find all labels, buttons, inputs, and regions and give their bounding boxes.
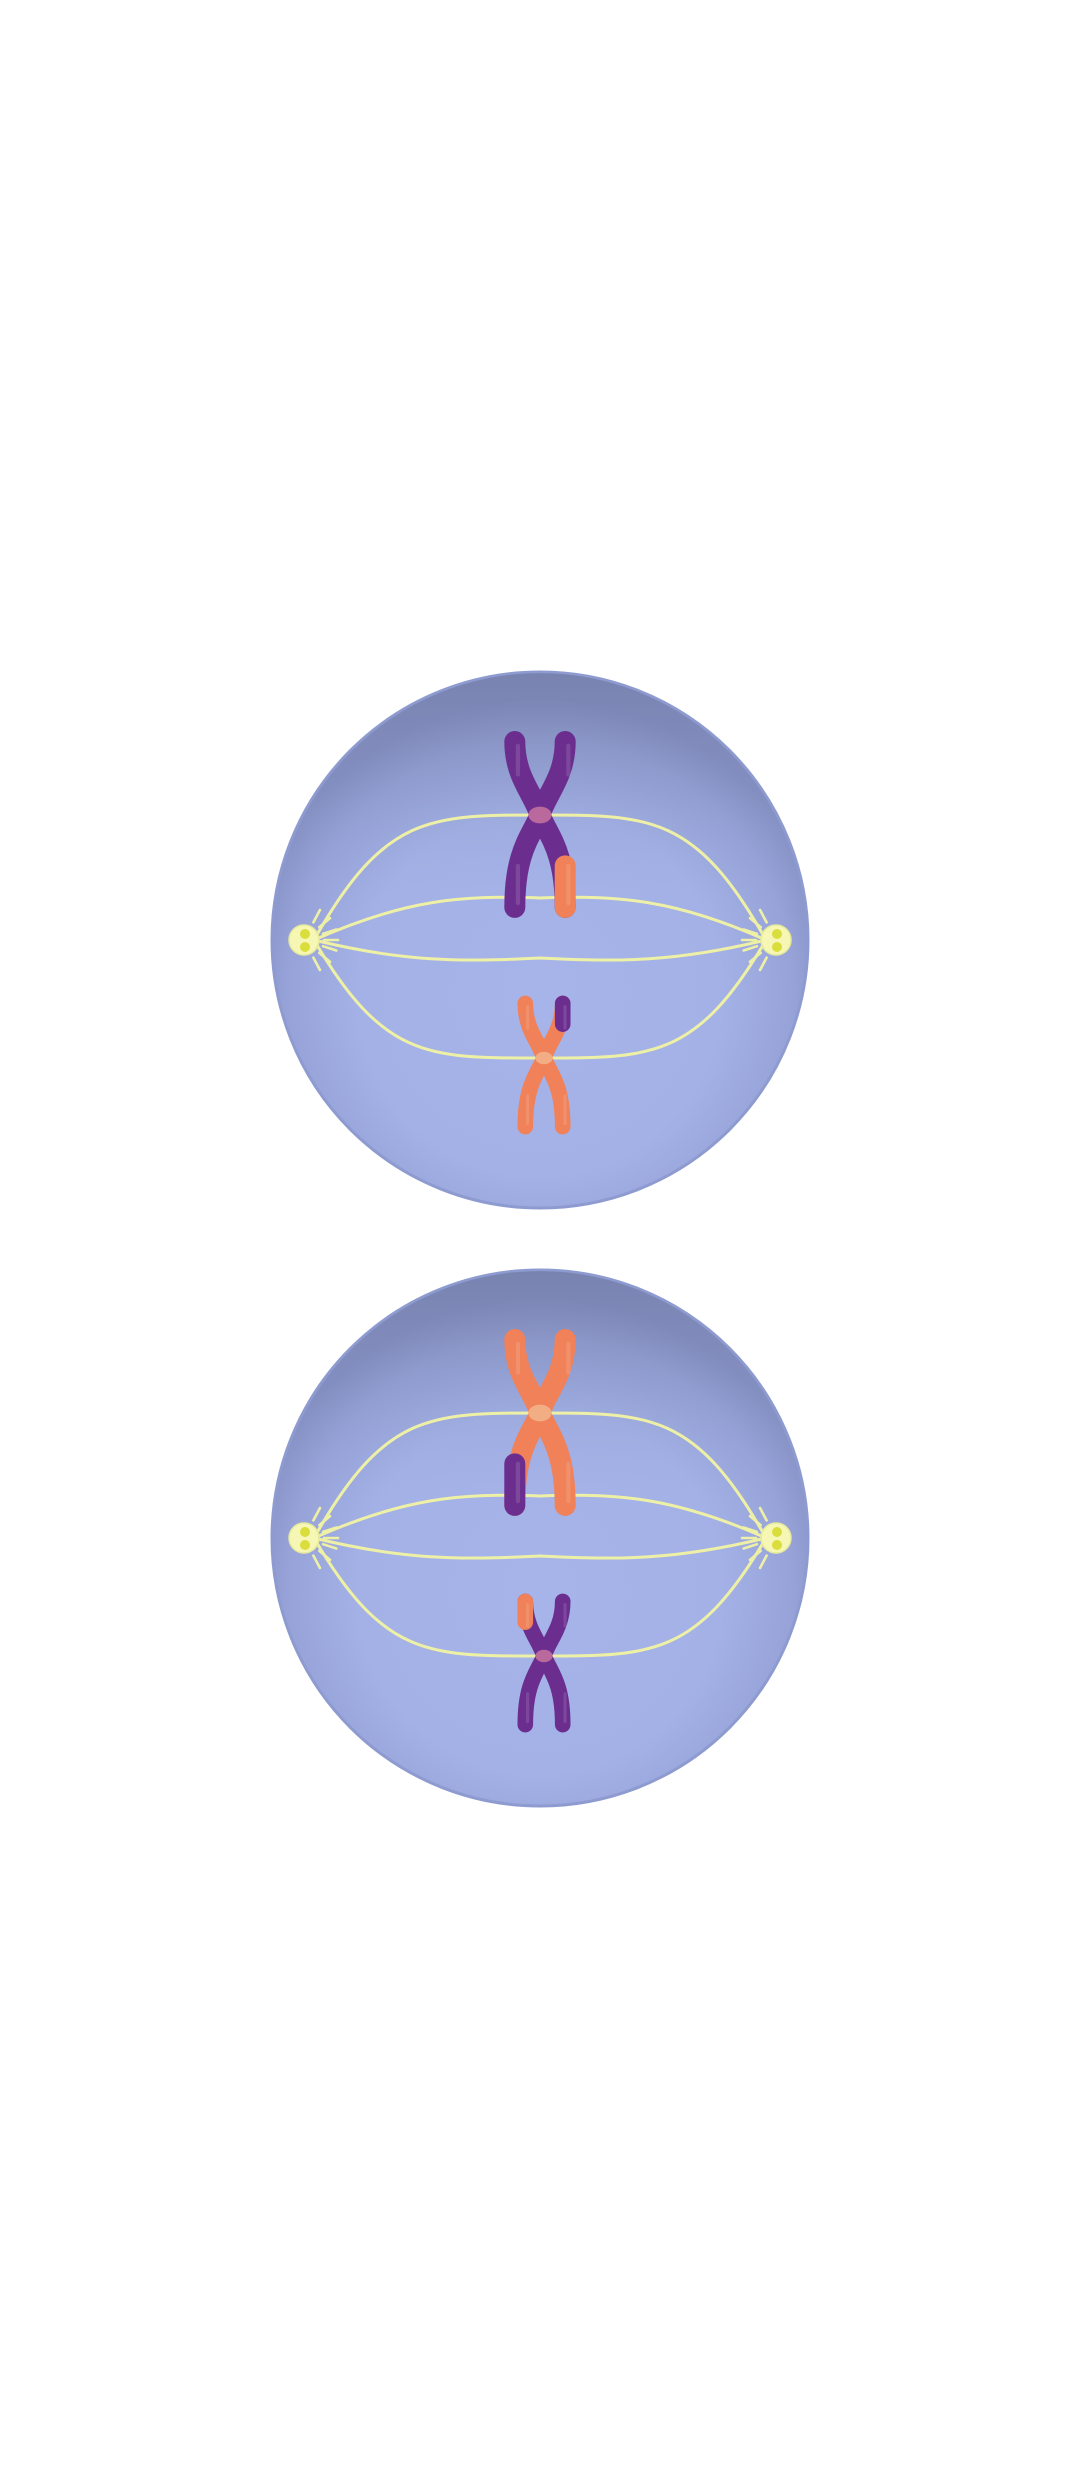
astral-ray [312,908,322,924]
chromosome-small-orange [517,995,571,1135]
astral-ray [758,1506,768,1522]
astral-ray [748,1549,762,1562]
cell-top [270,670,810,1210]
cell-shading [273,673,807,1207]
centrosome-left [288,1506,340,1570]
astral-ray [318,1549,332,1562]
astral-ray [321,928,338,936]
astral-ray [321,1542,338,1550]
astral-ray [742,928,759,936]
spindle-fibers [312,1411,768,1658]
astral-ray [318,916,332,929]
astral-ray [318,1514,332,1527]
centrosome [288,1522,320,1554]
astral-ray [321,1526,338,1534]
astral-ray [758,1554,768,1570]
centriole [300,1527,310,1537]
cell-bottom [270,1268,810,1808]
centrosome [288,924,320,956]
centriole [300,1540,310,1550]
spindle-fiber [312,895,768,942]
spindle-fiber [312,938,768,962]
centrosome-right [740,908,792,972]
astral-ray [312,956,322,972]
centriole [772,929,782,939]
centriole [772,1527,782,1537]
astral-ray [742,1542,759,1550]
centromere [535,1649,553,1663]
astral-ray [748,916,762,929]
centriole [300,942,310,952]
chromosome-large-purple [504,731,576,918]
centrosome [760,1522,792,1554]
centriole [300,929,310,939]
centrosome [760,924,792,956]
chromosome-large-orange [504,1329,576,1516]
centriole [772,942,782,952]
astral-ray [312,1554,322,1570]
centromere [535,1051,553,1065]
astral-ray [742,944,759,952]
centriole [772,1540,782,1550]
astral-ray [318,951,332,964]
astral-ray [748,1514,762,1527]
astral-ray [321,944,338,952]
spindle-fiber [312,1536,768,1560]
centrosome-left [288,908,340,972]
chromosome-small-purple [517,1593,571,1733]
astral-ray [742,1526,759,1534]
astral-ray [758,956,768,972]
centromere [528,806,552,824]
spindle-fiber [312,1493,768,1540]
astral-ray [312,1506,322,1522]
astral-ray [748,951,762,964]
centrosome-right [740,1506,792,1570]
astral-ray [758,908,768,924]
cell-shading [273,1271,807,1805]
centromere [528,1404,552,1422]
